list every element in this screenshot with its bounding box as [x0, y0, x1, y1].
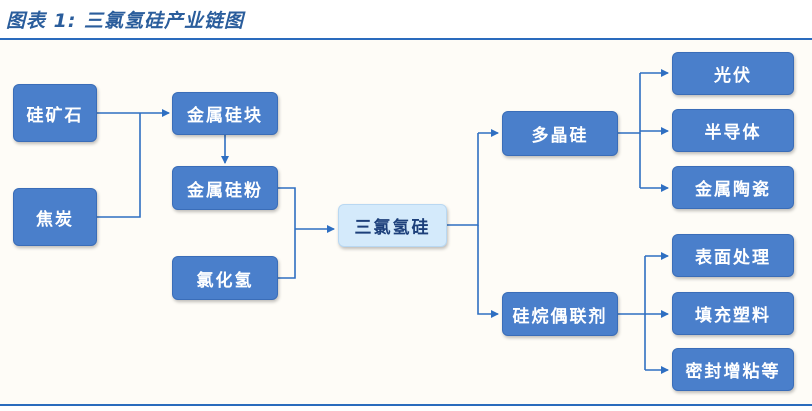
title-divider: [0, 38, 812, 40]
node-surface-treatment: 表面处理: [672, 234, 794, 277]
figure-title: 图表 1: 三氯氢硅产业链图: [6, 10, 245, 32]
node-trichlorosilane: 三氯氢硅: [338, 204, 447, 247]
edge-powder-merge: [278, 187, 296, 229]
node-sealing-adhesive: 密封增粘等: [672, 348, 794, 391]
node-semiconductor: 半导体: [672, 109, 794, 152]
edge-coke-merge: [97, 113, 141, 218]
node-metal-ceramics: 金属陶瓷: [672, 166, 794, 209]
edge-hcl-merge: [278, 229, 296, 279]
node-silica: 硅矿石: [13, 84, 97, 142]
edge-silane-split: [618, 256, 646, 315]
node-metal-silicon-powder: 金属硅粉: [172, 166, 278, 210]
edge-poly-split: [618, 73, 641, 134]
node-plastic-filling: 填充塑料: [672, 292, 794, 335]
edge-tcs-to-silane: [477, 225, 499, 318]
node-coke: 焦炭: [13, 188, 97, 246]
bottom-divider: [0, 404, 812, 406]
node-silane-coupling-agent: 硅烷偶联剂: [502, 292, 618, 336]
edge-tcs-split: [447, 133, 479, 226]
node-hydrogen-chloride: 氯化氢: [172, 256, 278, 300]
node-photovoltaic: 光伏: [672, 52, 794, 95]
node-metal-silicon-block: 金属硅块: [172, 92, 278, 135]
node-polysilicon: 多晶硅: [502, 111, 618, 156]
